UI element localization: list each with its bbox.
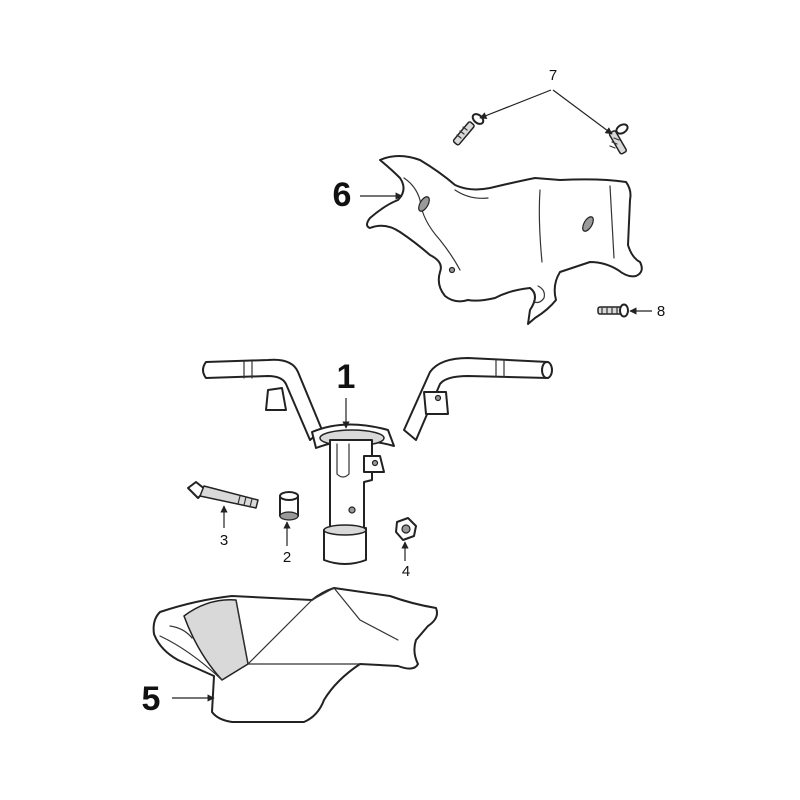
screw-7-right — [608, 123, 629, 155]
bolt-3 — [187, 481, 259, 509]
callout-1: 1 — [337, 358, 356, 396]
callout-7: 7 — [549, 67, 557, 84]
callout-6: 6 — [333, 176, 352, 214]
screw-8 — [597, 303, 629, 318]
callout-3: 3 — [220, 532, 228, 549]
callout-5: 5 — [142, 680, 161, 718]
screw-7-left — [452, 113, 485, 146]
lower-handlebar-cover-5 — [152, 587, 438, 723]
handlebar-1 — [202, 357, 553, 565]
callout-8: 8 — [657, 303, 665, 320]
leader-lines — [172, 89, 652, 702]
callout-4: 4 — [402, 563, 410, 580]
spacer-2 — [279, 491, 299, 521]
nut-4 — [395, 517, 417, 541]
upper-handlebar-cover-6 — [366, 155, 643, 325]
callout-2: 2 — [283, 549, 291, 566]
